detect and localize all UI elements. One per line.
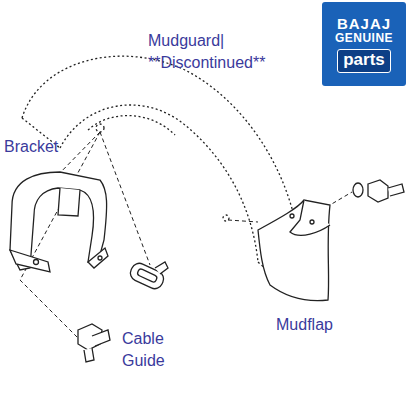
cable-guide <box>128 261 168 292</box>
bolt <box>78 324 110 362</box>
part-label: Bracket <box>4 136 84 158</box>
part-label: Mudflap <box>276 314 366 336</box>
bracket <box>10 172 108 272</box>
part-label: Cable Guide <box>122 328 182 372</box>
washer-and-bolt <box>353 180 404 202</box>
logo-text: BAJAJ <box>337 15 391 32</box>
leader-lines <box>20 132 352 340</box>
logo-box: BAJAJGENUINE parts <box>322 2 406 86</box>
part-label: Mudguard| **Discontinued** <box>148 30 323 74</box>
logo-text: GENUINE <box>335 32 393 46</box>
mudflap <box>258 200 330 301</box>
logo-text: parts <box>337 49 391 73</box>
